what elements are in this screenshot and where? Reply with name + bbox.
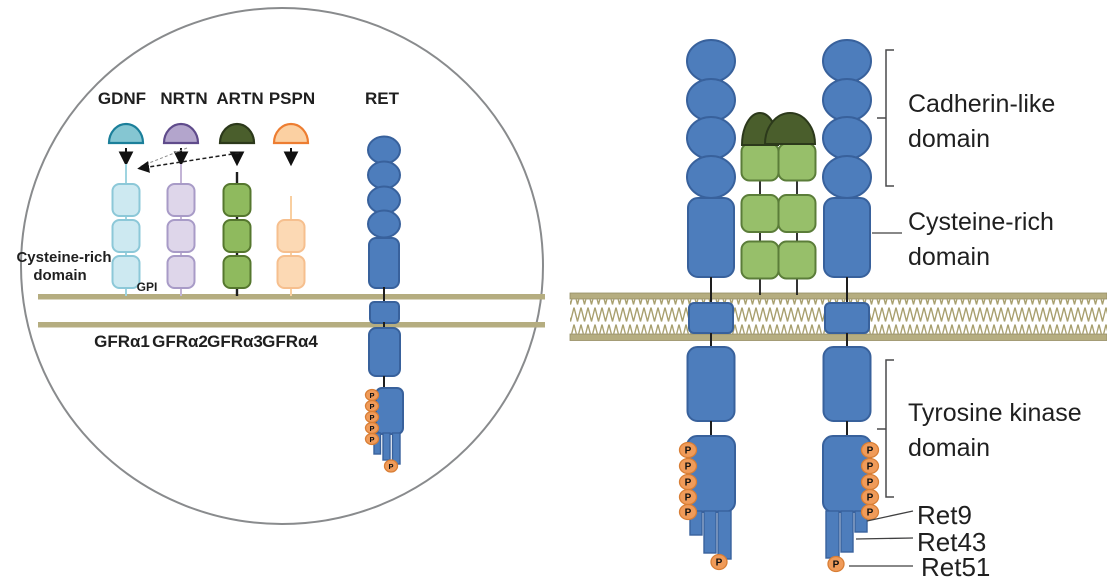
svg-text:P: P <box>369 391 374 400</box>
label-cadherin-domain-2: domain <box>908 125 990 153</box>
ligand-binding-arrows <box>118 148 299 167</box>
label-gdnf: GDNF <box>98 89 146 108</box>
label-gfra3: GFRα3 <box>207 332 263 351</box>
label-pspn: PSPN <box>269 89 315 108</box>
label-ret51: Ret51 <box>921 552 990 577</box>
gfra-coreceptor-dimer <box>740 112 817 295</box>
label-kinase-domain-2: domain <box>908 434 990 462</box>
svg-text:P: P <box>685 508 692 519</box>
label-artn: ARTN <box>216 89 263 108</box>
nrtn-dome <box>162 122 200 145</box>
svg-text:P: P <box>369 413 374 422</box>
ret9-pointer-line <box>866 510 914 522</box>
circle-border <box>20 7 544 525</box>
ret-tails <box>825 510 868 559</box>
svg-text:P: P <box>867 478 874 489</box>
svg-text:P: P <box>867 508 874 519</box>
gdnf-dome <box>107 122 145 145</box>
left-circle-panel: GDNF NRTN ARTN PSPN RET <box>16 7 545 525</box>
svg-text:P: P <box>685 478 692 489</box>
coreceptor-gfra1-chain <box>111 164 141 296</box>
coreceptor-gfra4-chain <box>276 196 306 296</box>
svg-text:P: P <box>369 402 374 411</box>
membrane-left <box>38 294 545 328</box>
phosphate-badges-left-panel: P P P P P P <box>364 388 399 473</box>
label-cysteine-rich-left-1: Cysteine-rich <box>16 249 111 266</box>
ligand-dimer <box>740 112 817 146</box>
label-cysteine-rich-left-2: domain <box>33 267 86 284</box>
pspn-dome <box>272 122 310 145</box>
svg-text:P: P <box>867 446 874 457</box>
label-cadherin-domain-1: Cadherin-like <box>908 90 1055 118</box>
label-kinase-domain-1: Tyrosine kinase <box>908 399 1082 427</box>
label-gfra2: GFRα2 <box>152 332 208 351</box>
svg-text:P: P <box>833 560 840 571</box>
cadherin-bracket <box>877 49 894 187</box>
crosstalk-dashed-arrows <box>137 147 240 173</box>
svg-text:P: P <box>867 493 874 504</box>
label-gfra4: GFRα4 <box>262 332 318 351</box>
ret-protomer-right: P P P P P P <box>822 39 880 573</box>
label-ret43: Ret43 <box>917 527 986 557</box>
svg-text:P: P <box>716 558 723 569</box>
tyrosine-kinase-bracket <box>877 359 894 498</box>
coreceptor-gfra2-chain <box>166 164 196 296</box>
label-cysteine-domain-1: Cysteine-rich <box>908 208 1054 236</box>
artn-dome <box>218 122 256 145</box>
ret43-pointer-line <box>855 537 914 540</box>
coreceptor-gfra3-chain <box>222 172 252 296</box>
svg-text:P: P <box>369 435 374 444</box>
svg-text:P: P <box>685 493 692 504</box>
label-ret: RET <box>365 89 400 108</box>
ret-receptor-monomer: P P P P P P <box>364 135 404 473</box>
label-gpi: GPI <box>137 280 158 294</box>
svg-text:P: P <box>388 462 393 471</box>
right-dimer-panel: P P P P P P <box>569 39 1107 577</box>
label-cysteine-domain-2: domain <box>908 243 990 271</box>
label-gfra1: GFRα1 <box>94 332 150 351</box>
phosphate-badges: P P P P P P <box>678 441 728 571</box>
label-nrtn: NRTN <box>160 89 207 108</box>
svg-text:P: P <box>685 446 692 457</box>
ret-tails <box>689 510 732 560</box>
label-ret9: Ret9 <box>917 500 972 530</box>
phosphate-badges: P P P P P P <box>827 441 880 573</box>
svg-text:P: P <box>867 462 874 473</box>
ret-protomer-left: P P P P P P <box>678 39 736 571</box>
svg-text:P: P <box>369 424 374 433</box>
svg-text:P: P <box>685 462 692 473</box>
